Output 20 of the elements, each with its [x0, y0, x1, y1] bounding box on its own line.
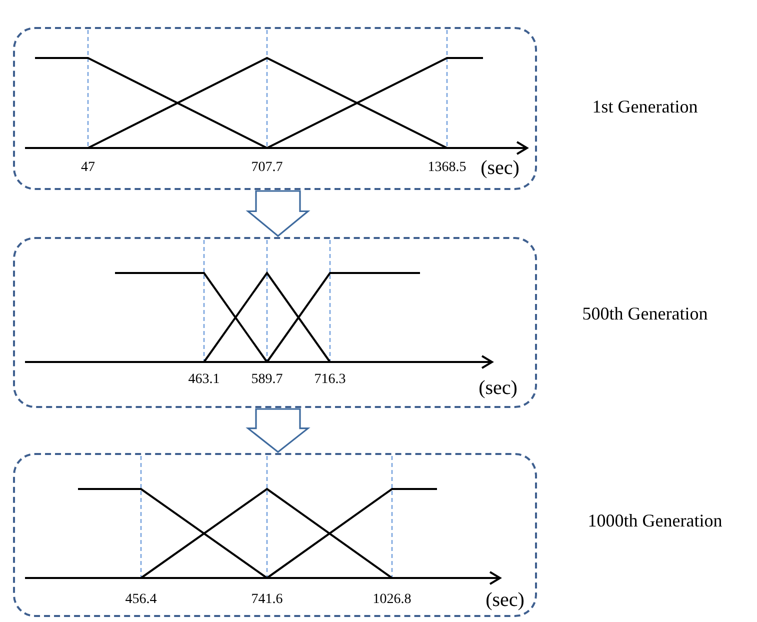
generation-label: 1000th Generation: [588, 510, 722, 532]
dashed-rounded-box: [13, 453, 537, 617]
dashed-rounded-box: [13, 27, 537, 190]
tick-label: 1368.5: [428, 160, 466, 176]
generation-label: 500th Generation: [582, 304, 708, 324]
tick-label: 589.7: [251, 372, 283, 388]
tick-label: 741.6: [251, 592, 283, 608]
tick-label: 456.4: [125, 592, 157, 608]
block-arrow: [246, 190, 310, 238]
tick-label: 463.1: [188, 372, 220, 388]
block-arrow: [246, 408, 310, 454]
dashed-rounded-box: [13, 237, 537, 408]
unit-label: (sec): [480, 157, 520, 180]
tick-label: 707.7: [251, 160, 283, 176]
tick-label: 716.3: [314, 372, 346, 388]
tick-label: 47: [81, 160, 95, 176]
unit-label: (sec): [486, 589, 524, 612]
unit-label: (sec): [478, 377, 518, 400]
generation-label: 1st Generation: [592, 96, 698, 118]
tick-label: 1026.8: [372, 592, 412, 608]
